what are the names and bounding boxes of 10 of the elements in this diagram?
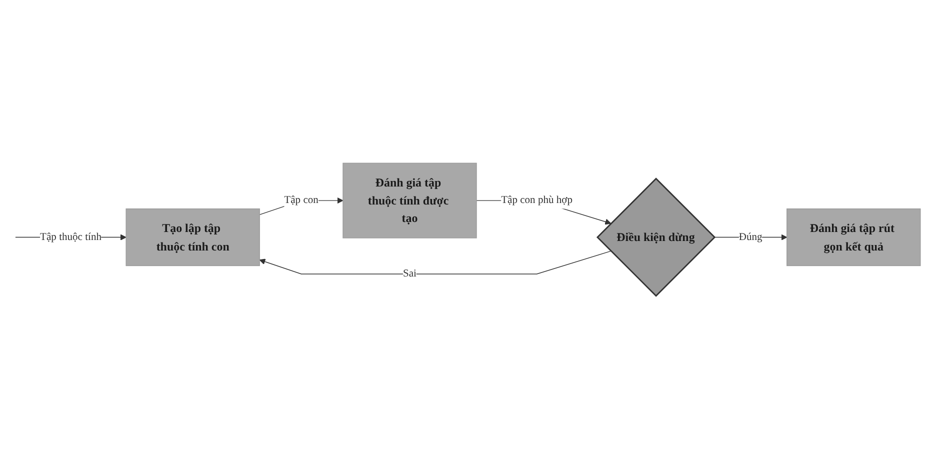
edge-label: Tập thuộc tính (40, 231, 102, 243)
node-box: Đánh giá tập rút gọn kết quả (786, 208, 921, 266)
edge-label: Sai (403, 268, 416, 280)
node-diamond: Điều kiện dừng (596, 178, 716, 297)
arrow (259, 250, 612, 274)
node-box: Đánh giá tập thuộc tính được tạo (342, 162, 477, 238)
edge-label: Đúng (738, 231, 762, 243)
node-box: Tạo lập tập thuộc tính con (126, 208, 260, 266)
edge-label: Tập con phù hợp (501, 194, 573, 206)
edge-label: Tập con (284, 194, 318, 206)
